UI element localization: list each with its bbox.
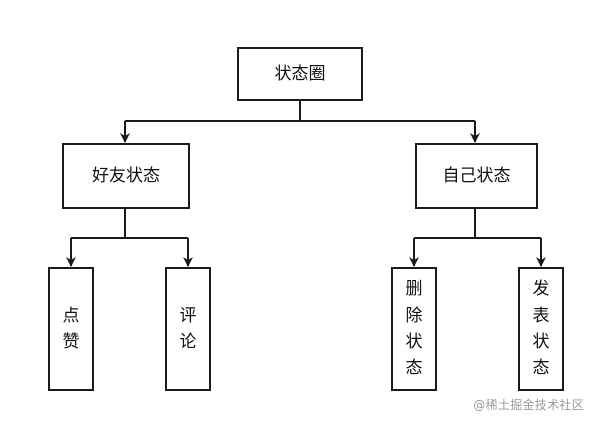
node-like: 点赞 [48, 267, 94, 391]
node-comment-label: 评论 [179, 305, 197, 352]
node-root-label: 状态圈 [274, 63, 326, 84]
node-post-status: 发表状态 [518, 267, 564, 391]
node-self-status: 自己状态 [415, 143, 538, 209]
node-root: 状态圈 [237, 47, 363, 101]
node-comment: 评论 [165, 267, 211, 391]
node-delete-status: 删除状态 [391, 267, 437, 391]
node-delete-status-label: 删除状态 [405, 279, 423, 379]
node-post-status-label: 发表状态 [532, 279, 550, 379]
node-friend-status-label: 好友状态 [92, 165, 160, 186]
node-friend-status: 好友状态 [62, 143, 190, 209]
watermark: @稀土掘金技术社区 [473, 398, 584, 412]
node-like-label: 点赞 [62, 305, 80, 352]
node-self-status-label: 自己状态 [442, 165, 511, 186]
